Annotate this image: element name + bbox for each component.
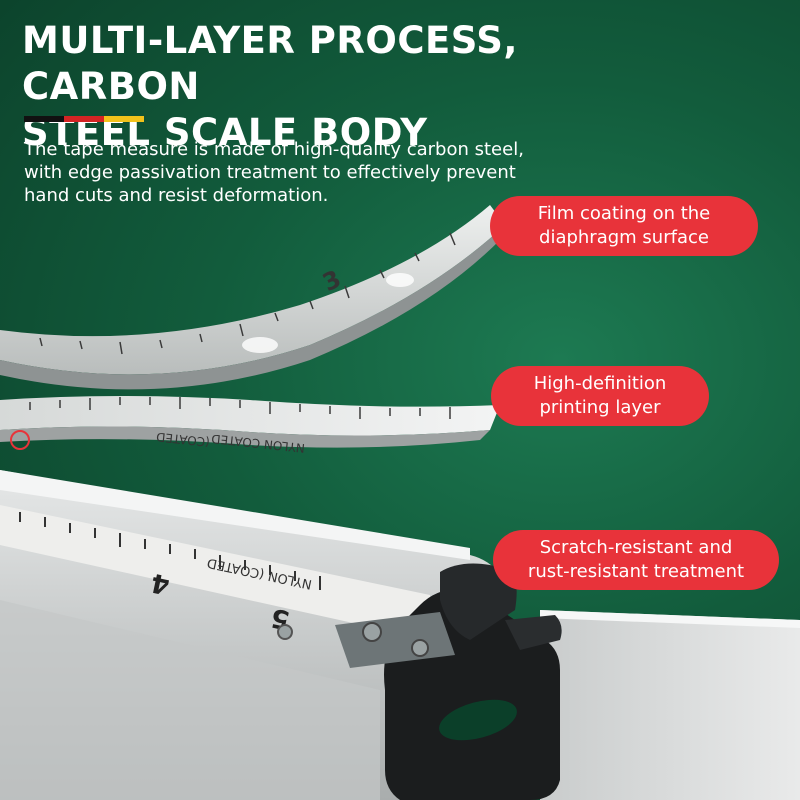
callout-line: Film coating on the <box>537 203 711 224</box>
scale-body-shadow <box>0 600 380 800</box>
body-tape-strip <box>0 505 430 640</box>
callout-line: Scratch-resistant and <box>539 537 733 558</box>
flag-gold-stripe <box>104 116 144 122</box>
flag-red-stripe <box>64 116 104 122</box>
middle-tape-label: (COATED <box>156 430 211 450</box>
scale-top-face <box>0 470 470 560</box>
description-line-2: with edge passivation treatment to effec… <box>24 162 516 183</box>
rivet <box>277 624 293 640</box>
callout-printing-layer: High-definition printing layer <box>491 366 709 426</box>
callout-line: diaphragm surface <box>539 227 709 248</box>
rail-end-cap <box>440 563 517 640</box>
body-tick-marks <box>19 512 321 590</box>
middle-tape-layer <box>0 396 500 436</box>
body-tape-number-4: 4 <box>148 567 172 600</box>
top-tick-marks <box>39 232 456 355</box>
description-line-1: The tape measure is made of high-quality… <box>24 139 524 160</box>
tool-box-block <box>540 610 800 800</box>
headline-line-1: MULTI-LAYER PROCESS, CARBON <box>22 19 518 108</box>
callout-film-coating: Film coating on the diaphragm surface <box>490 196 758 256</box>
description-line-3: hand cuts and resist deformation. <box>24 185 329 206</box>
middle-tick-marks <box>29 397 451 419</box>
tape-unit-badge <box>10 430 30 450</box>
callout-line: printing layer <box>539 397 661 418</box>
rivet <box>411 639 429 657</box>
callout-line: High-definition <box>533 373 667 394</box>
hook-slot <box>439 699 517 741</box>
flag-black-stripe <box>24 116 64 122</box>
callout-line: rust-resistant treatment <box>527 561 745 582</box>
headline: MULTI-LAYER PROCESS, CARBON STEEL SCALE … <box>22 18 682 156</box>
description: The tape measure is made of high-quality… <box>24 138 564 207</box>
callout-scratch-resistant: Scratch-resistant and rust-resistant tre… <box>493 530 779 590</box>
flag-stripe <box>24 116 144 122</box>
rivet <box>362 622 382 642</box>
